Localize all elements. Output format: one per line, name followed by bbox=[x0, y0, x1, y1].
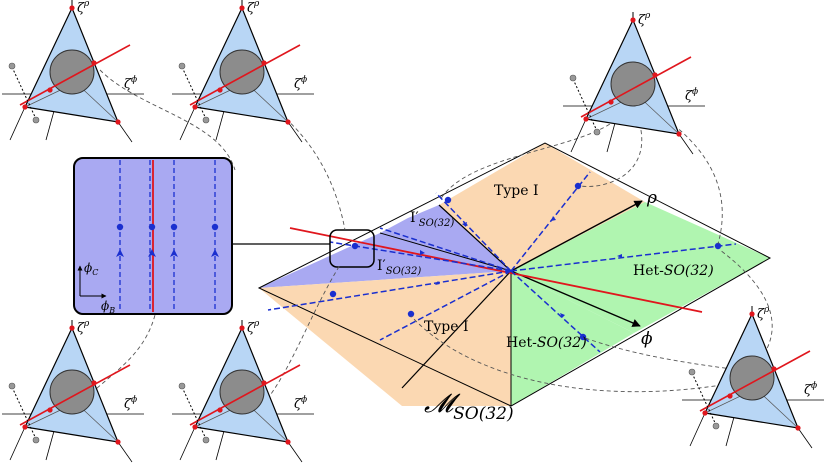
zeta-rho-label: ζρ bbox=[757, 305, 770, 322]
zeta-phi-label: ζϕ bbox=[294, 75, 307, 92]
zeta-phi-label: ζϕ bbox=[804, 381, 817, 398]
inset-label-phi-b: ϕB bbox=[101, 299, 115, 315]
zeta-rho-label: ζρ bbox=[247, 0, 260, 16]
region-type1-bottom bbox=[259, 271, 511, 406]
zeta-rho-label: ζρ bbox=[247, 319, 260, 336]
zeta-phi-label: ζϕ bbox=[124, 395, 137, 412]
inset-panel: ϕC ϕB bbox=[73, 157, 233, 315]
region-type1-top bbox=[439, 143, 645, 271]
region-iprime-lower bbox=[259, 233, 511, 288]
region-iprime-upper bbox=[380, 205, 511, 271]
moduli-plane: Type I Type I Het-SO(32) Het-SO(32) I′SO… bbox=[232, 142, 772, 424]
zeta-rho-label: ζρ bbox=[638, 11, 651, 28]
tri-bottom-left-1: ζρ ζϕ bbox=[2, 319, 144, 463]
zeta-phi-label: ζϕ bbox=[685, 87, 698, 104]
region-het-right bbox=[511, 202, 770, 333]
tri-bottom-right: ζρ ζϕ bbox=[682, 305, 824, 449]
tri-top-left-2: ζρ ζϕ bbox=[172, 0, 314, 143]
inset-label-phi-c: ϕC bbox=[84, 261, 98, 277]
label-rho-axis: ρ bbox=[646, 188, 657, 208]
zeta-phi-label: ζϕ bbox=[294, 395, 307, 412]
rho-axis bbox=[510, 200, 643, 272]
triangle-insets: ζρ ζϕ ζρ ζϕ ζρ ζϕ ζρ ζϕ ζρ ζϕ ζρ ζϕ bbox=[2, 0, 824, 463]
red-line-main bbox=[289, 227, 703, 313]
zeta-rho-label: ζρ bbox=[77, 0, 90, 16]
label-iprime-lower: I′SO(32) bbox=[377, 258, 421, 277]
label-het-bottom: Het-SO(32) bbox=[506, 335, 587, 351]
zoom-box bbox=[329, 229, 375, 268]
zeta-rho-label: ζρ bbox=[77, 319, 90, 336]
label-iprime-upper: I′SO(32) bbox=[410, 210, 454, 229]
label-type1-bottom: Type I bbox=[424, 319, 468, 335]
label-het-right: Het-SO(32) bbox=[633, 263, 714, 279]
phi-axis bbox=[510, 270, 641, 327]
tri-top-right: ζρ ζϕ bbox=[563, 11, 705, 155]
tri-bottom-left-2: ζρ ζϕ bbox=[172, 319, 314, 463]
tri-top-left-1: ζρ ζϕ bbox=[2, 0, 144, 143]
zeta-phi-label: ζϕ bbox=[124, 75, 137, 92]
label-phi-axis: ϕ bbox=[641, 329, 653, 349]
label-type1-top: Type I bbox=[494, 183, 538, 199]
region-het-bottom bbox=[511, 271, 634, 406]
